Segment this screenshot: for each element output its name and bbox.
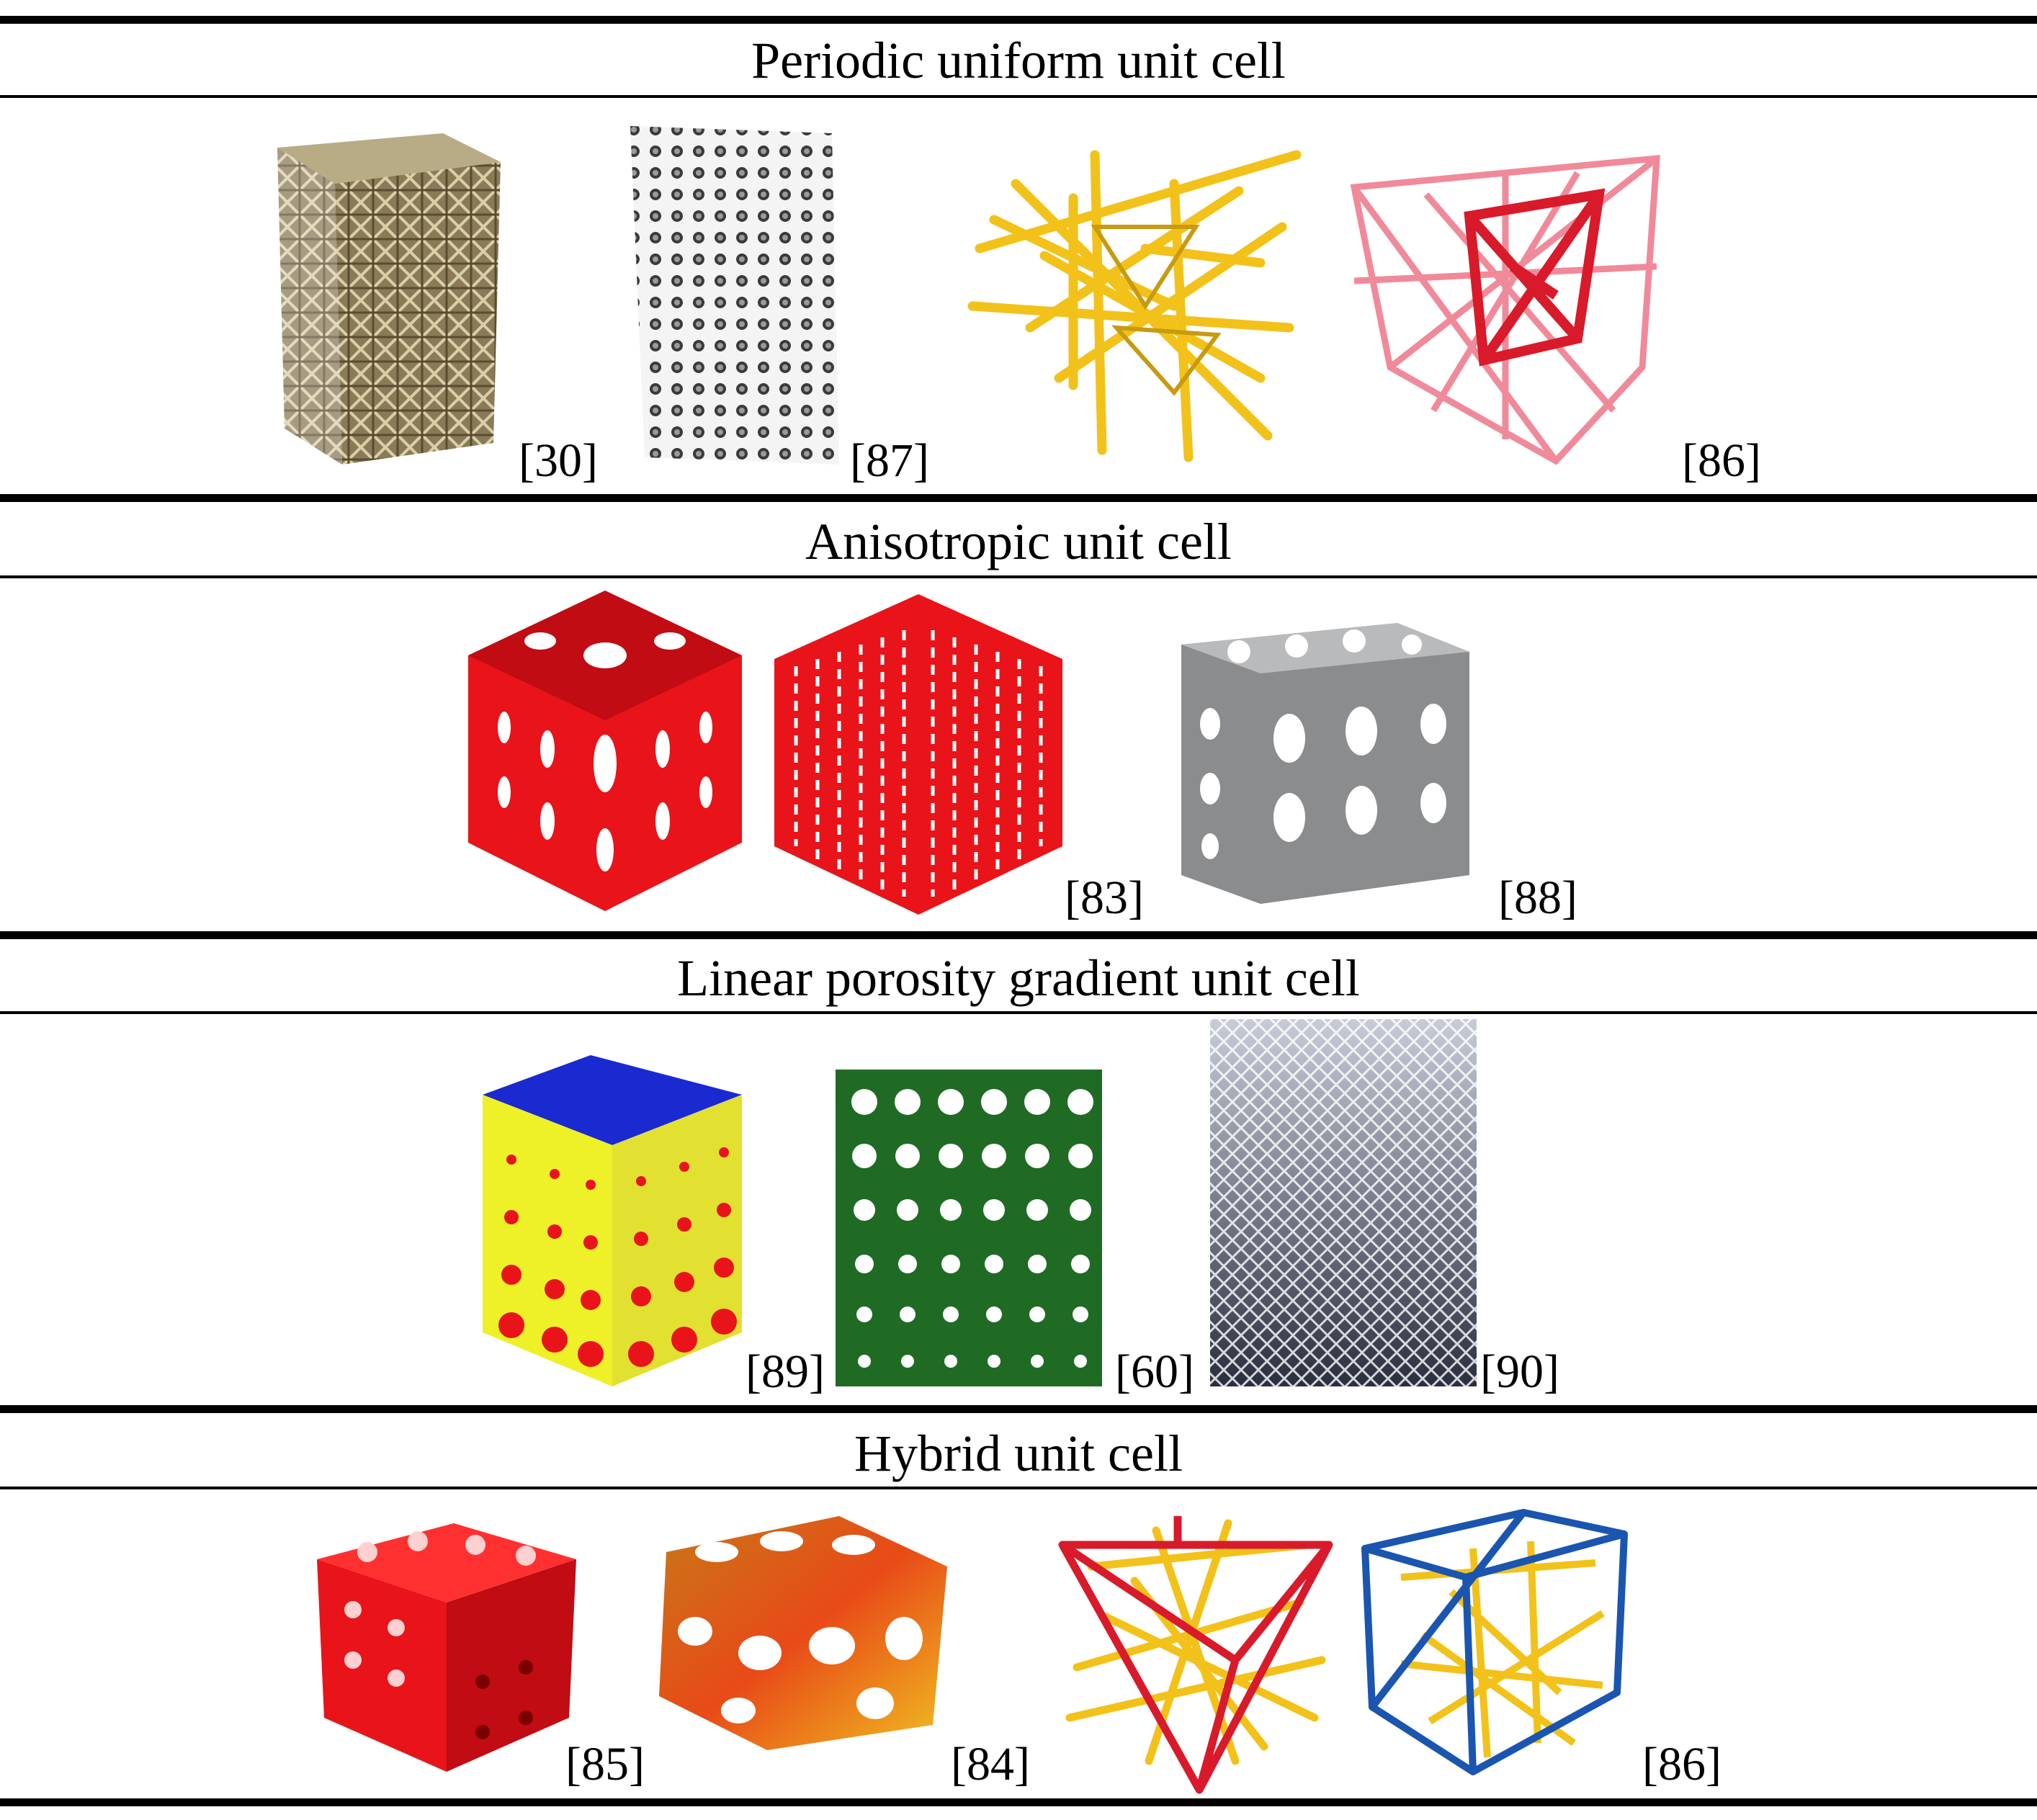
red-slotted-cube-icon bbox=[774, 594, 1062, 915]
section-title-hybrid: Hybrid unit cell bbox=[854, 1425, 1183, 1482]
green-gradient-lattice-icon bbox=[836, 1070, 1102, 1386]
table-bottom-rule bbox=[0, 1798, 2037, 1806]
citation-label: [89] bbox=[746, 1345, 825, 1398]
citation-label: [87] bbox=[850, 434, 929, 487]
yellow-strut-lattice-icon bbox=[967, 150, 1302, 462]
section-divider-3 bbox=[0, 1405, 2037, 1413]
table-top-rule bbox=[0, 16, 2037, 24]
citation-label: [86] bbox=[1642, 1738, 1722, 1790]
header-rule-2 bbox=[0, 575, 2037, 578]
header-rule-4 bbox=[0, 1487, 2037, 1489]
blue-yellow-cube-lattice-icon bbox=[1361, 1509, 1628, 1775]
header-rule-1 bbox=[0, 95, 2037, 98]
pink-octet-lattice-icon bbox=[1350, 155, 1660, 465]
citation-label: [85] bbox=[565, 1738, 645, 1790]
section-title-gradient: Linear porosity gradient unit cell bbox=[677, 949, 1360, 1007]
section-divider-2 bbox=[0, 931, 2037, 939]
orange-gyroid-block-icon bbox=[659, 1516, 947, 1750]
yellow-blue-gradient-block-icon bbox=[483, 1055, 742, 1386]
citation-label: [60] bbox=[1115, 1345, 1194, 1398]
citation-label: [88] bbox=[1498, 871, 1577, 924]
grey-lattice-column-icon bbox=[630, 126, 839, 465]
citation-label: [86] bbox=[1682, 434, 1761, 487]
citation-label: [84] bbox=[951, 1738, 1030, 1790]
red-perforated-cube-icon bbox=[468, 591, 742, 911]
red-yellow-strut-lattice-icon bbox=[1058, 1516, 1333, 1794]
grey-gradient-lattice-icon bbox=[1210, 1019, 1477, 1386]
citation-label: [83] bbox=[1065, 871, 1144, 924]
section-title-periodic: Periodic uniform unit cell bbox=[751, 32, 1286, 89]
gold-lattice-block-icon bbox=[277, 133, 501, 465]
citation-label: [90] bbox=[1480, 1345, 1559, 1398]
citation-label: [30] bbox=[519, 434, 598, 487]
grey-gyroid-cube-icon bbox=[1181, 623, 1469, 904]
header-rule-3 bbox=[0, 1011, 2037, 1014]
section-title-anisotropic: Anisotropic unit cell bbox=[805, 513, 1232, 570]
red-hybrid-cube-icon bbox=[317, 1523, 576, 1772]
section-divider-1 bbox=[0, 494, 2037, 502]
